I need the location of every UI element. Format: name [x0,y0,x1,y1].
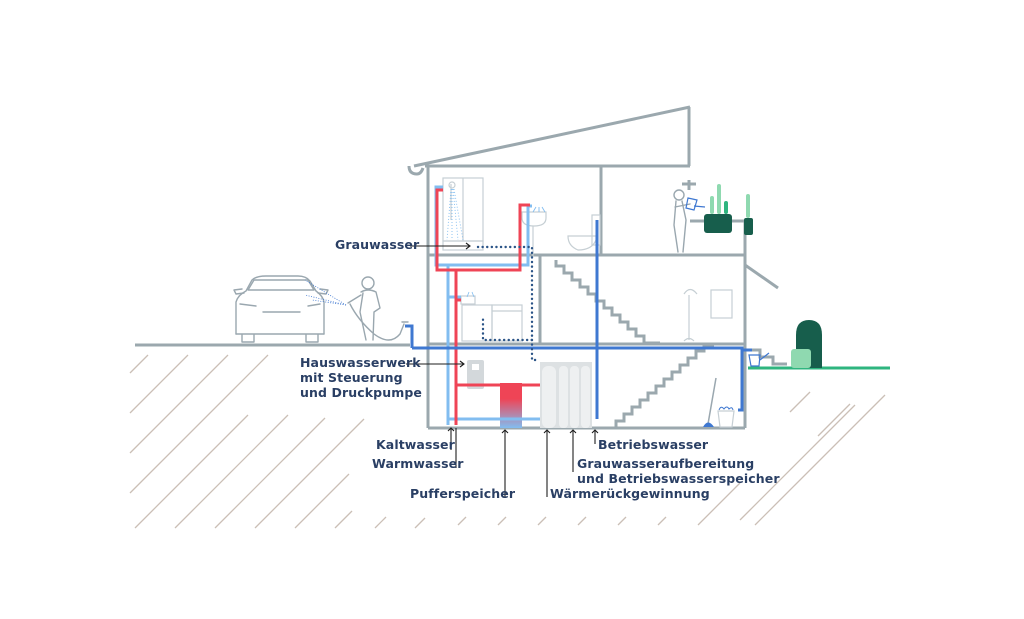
label-hauswasserwerk-line3: und Druckpumpe [300,385,422,400]
label-hauswasserwerk: Hauswasserwerk mit Steuerung und Druckpu… [300,355,422,400]
sink-icon [460,291,476,305]
buffer-tank-icon [500,383,522,428]
person-watering-plants-icon [673,189,706,253]
person-washing-car-icon [347,276,381,341]
label-warmwasser: Warmwasser [372,456,464,471]
toilet-icon [567,214,601,251]
label-grauwasser: Grauwasser [335,237,420,252]
car-icon [233,275,347,343]
warmwasser-pipes [435,188,540,425]
label-aufbereitung-line1: Grauwasseraufbereitung [577,456,755,471]
betriebswasser-pipes [405,220,752,419]
label-hauswasserwerk-line1: Hauswasserwerk [300,355,421,370]
lamp-icon [683,288,698,342]
mop-bucket-icon [703,377,735,428]
plant-pot-icon [704,184,753,235]
garden-hose-icon [349,303,409,341]
rain-barrel-icon [791,320,822,368]
ground-hatching [129,354,886,529]
shower-icon [442,177,484,251]
picture-frame-icon [710,289,733,319]
pump-unit-icon [467,360,484,389]
washbasin-icon [521,206,547,256]
label-aufbereitung: Grauwasseraufbereitung und Betriebswasse… [577,456,780,486]
grauwasser-pipes [476,245,540,362]
label-pufferspeicher: Pufferspeicher [410,486,516,501]
label-betriebswasser: Betriebswasser [598,437,709,452]
greywater-treatment-icon [540,362,592,428]
label-kaltwasser: Kaltwasser [376,437,455,452]
label-hauswasserwerk-line2: mit Steuerung [300,370,403,385]
leader-lines [406,242,599,497]
label-aufbereitung-line2: und Betriebswasserspeicher [577,471,780,486]
label-waermerueckgewinnung: Wärmerückgewinnung [550,486,710,501]
watering-can-icon [748,352,770,367]
washing-machine-icon [461,304,523,342]
